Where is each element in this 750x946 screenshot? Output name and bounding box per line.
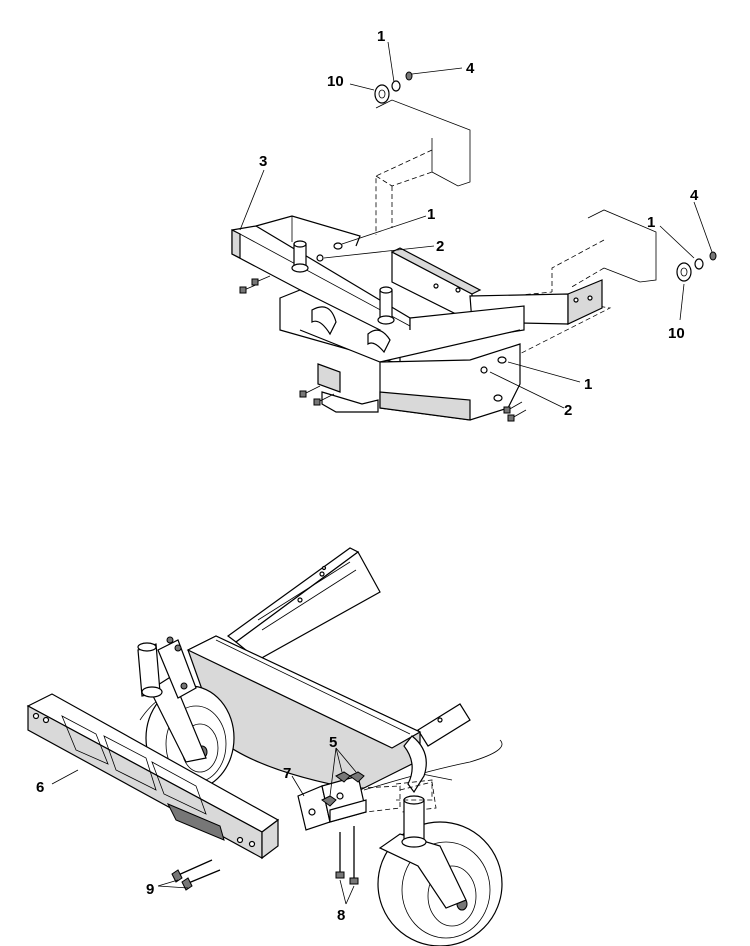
bolt-lower-2 (313, 393, 335, 406)
frame-rails (226, 547, 471, 747)
washer-1-right (694, 258, 704, 270)
callout-8: 8 (337, 907, 345, 924)
callout-1-right: 1 (647, 214, 655, 231)
bolts-part-9 (171, 859, 221, 891)
lower-leader-lines (51, 747, 357, 905)
callout-10-right: 10 (668, 325, 685, 342)
bolt-lower-1 (299, 385, 321, 398)
spacer-10-right (676, 262, 692, 282)
lower-assembly-view: 5 6 7 8 9 (26, 547, 503, 946)
callout-9: 9 (146, 881, 154, 898)
nut-4-top (405, 71, 413, 81)
callout-6: 6 (36, 779, 44, 796)
callout-10-top: 10 (327, 73, 344, 90)
callout-1-low: 1 (584, 376, 592, 393)
callout-3: 3 (259, 153, 267, 170)
washer-1-top (391, 80, 401, 92)
callout-1-top: 1 (377, 28, 385, 45)
callout-5: 5 (329, 734, 337, 751)
bolt-lower-3 (503, 401, 523, 414)
upper-leader-lines (239, 41, 713, 409)
spacer-10-top (374, 84, 390, 104)
front-beam-part-3 (231, 215, 525, 421)
nut-4-right (709, 251, 717, 261)
bolts-part-8 (335, 826, 359, 885)
lower-callouts: 5 6 7 8 9 (36, 734, 345, 924)
callout-7: 7 (283, 765, 291, 782)
bolt-lower-4 (507, 409, 527, 422)
bolt-left-2 (251, 275, 271, 286)
callout-4-top: 4 (466, 60, 475, 77)
upper-callouts: 1 4 10 3 1 2 4 1 10 1 2 (259, 28, 699, 419)
nuts-part-5 (321, 771, 365, 807)
callout-4-right: 4 (690, 187, 699, 204)
front-bumper-part-6 (26, 693, 280, 860)
callout-2-mid: 2 (436, 238, 444, 255)
upper-hardware (239, 71, 717, 422)
callout-2-low: 2 (564, 402, 572, 419)
caster-spindles (291, 240, 395, 413)
right-caster-fork (378, 779, 467, 909)
left-caster-fork (137, 636, 207, 763)
upper-assembly-view: 1 4 10 3 1 2 4 1 10 1 2 (231, 28, 717, 422)
callout-1-mid: 1 (427, 206, 435, 223)
